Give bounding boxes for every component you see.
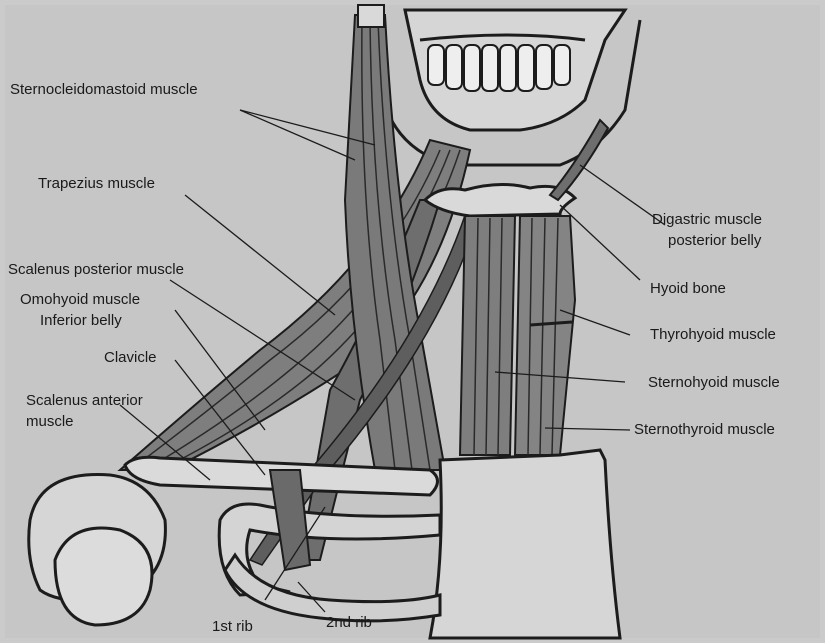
label-omohyoid-line1: Omohyoid muscle — [20, 291, 140, 308]
label-scalenus-anterior-line2: muscle — [26, 413, 74, 430]
label-sternothyroid: Sternothyroid muscle — [634, 421, 775, 438]
label-sternocleidomastoid: Sternocleidomastoid muscle — [10, 81, 198, 98]
humerus — [55, 528, 152, 625]
label-hyoid: Hyoid bone — [650, 280, 726, 297]
hyoid-bone — [425, 184, 575, 216]
sternum — [430, 450, 620, 638]
label-sternohyoid: Sternohyoid muscle — [648, 374, 780, 391]
label-thyrohyoid: Thyrohyoid muscle — [650, 326, 776, 343]
label-scalenus-anterior-line1: Scalenus anterior — [26, 392, 143, 409]
lower-teeth — [428, 45, 570, 91]
mastoid-bone — [358, 5, 384, 27]
label-digastric-line2: posterior belly — [668, 232, 762, 249]
label-second-rib: 2nd rib — [326, 614, 372, 631]
label-clavicle: Clavicle — [104, 349, 157, 366]
label-digastric-line1: Digastric muscle — [652, 211, 762, 228]
label-trapezius: Trapezius muscle — [38, 175, 155, 192]
label-scalenus-posterior: Scalenus posterior muscle — [8, 261, 184, 278]
label-omohyoid-line2: Inferior belly — [40, 312, 122, 329]
label-first-rib: 1st rib — [212, 618, 253, 635]
